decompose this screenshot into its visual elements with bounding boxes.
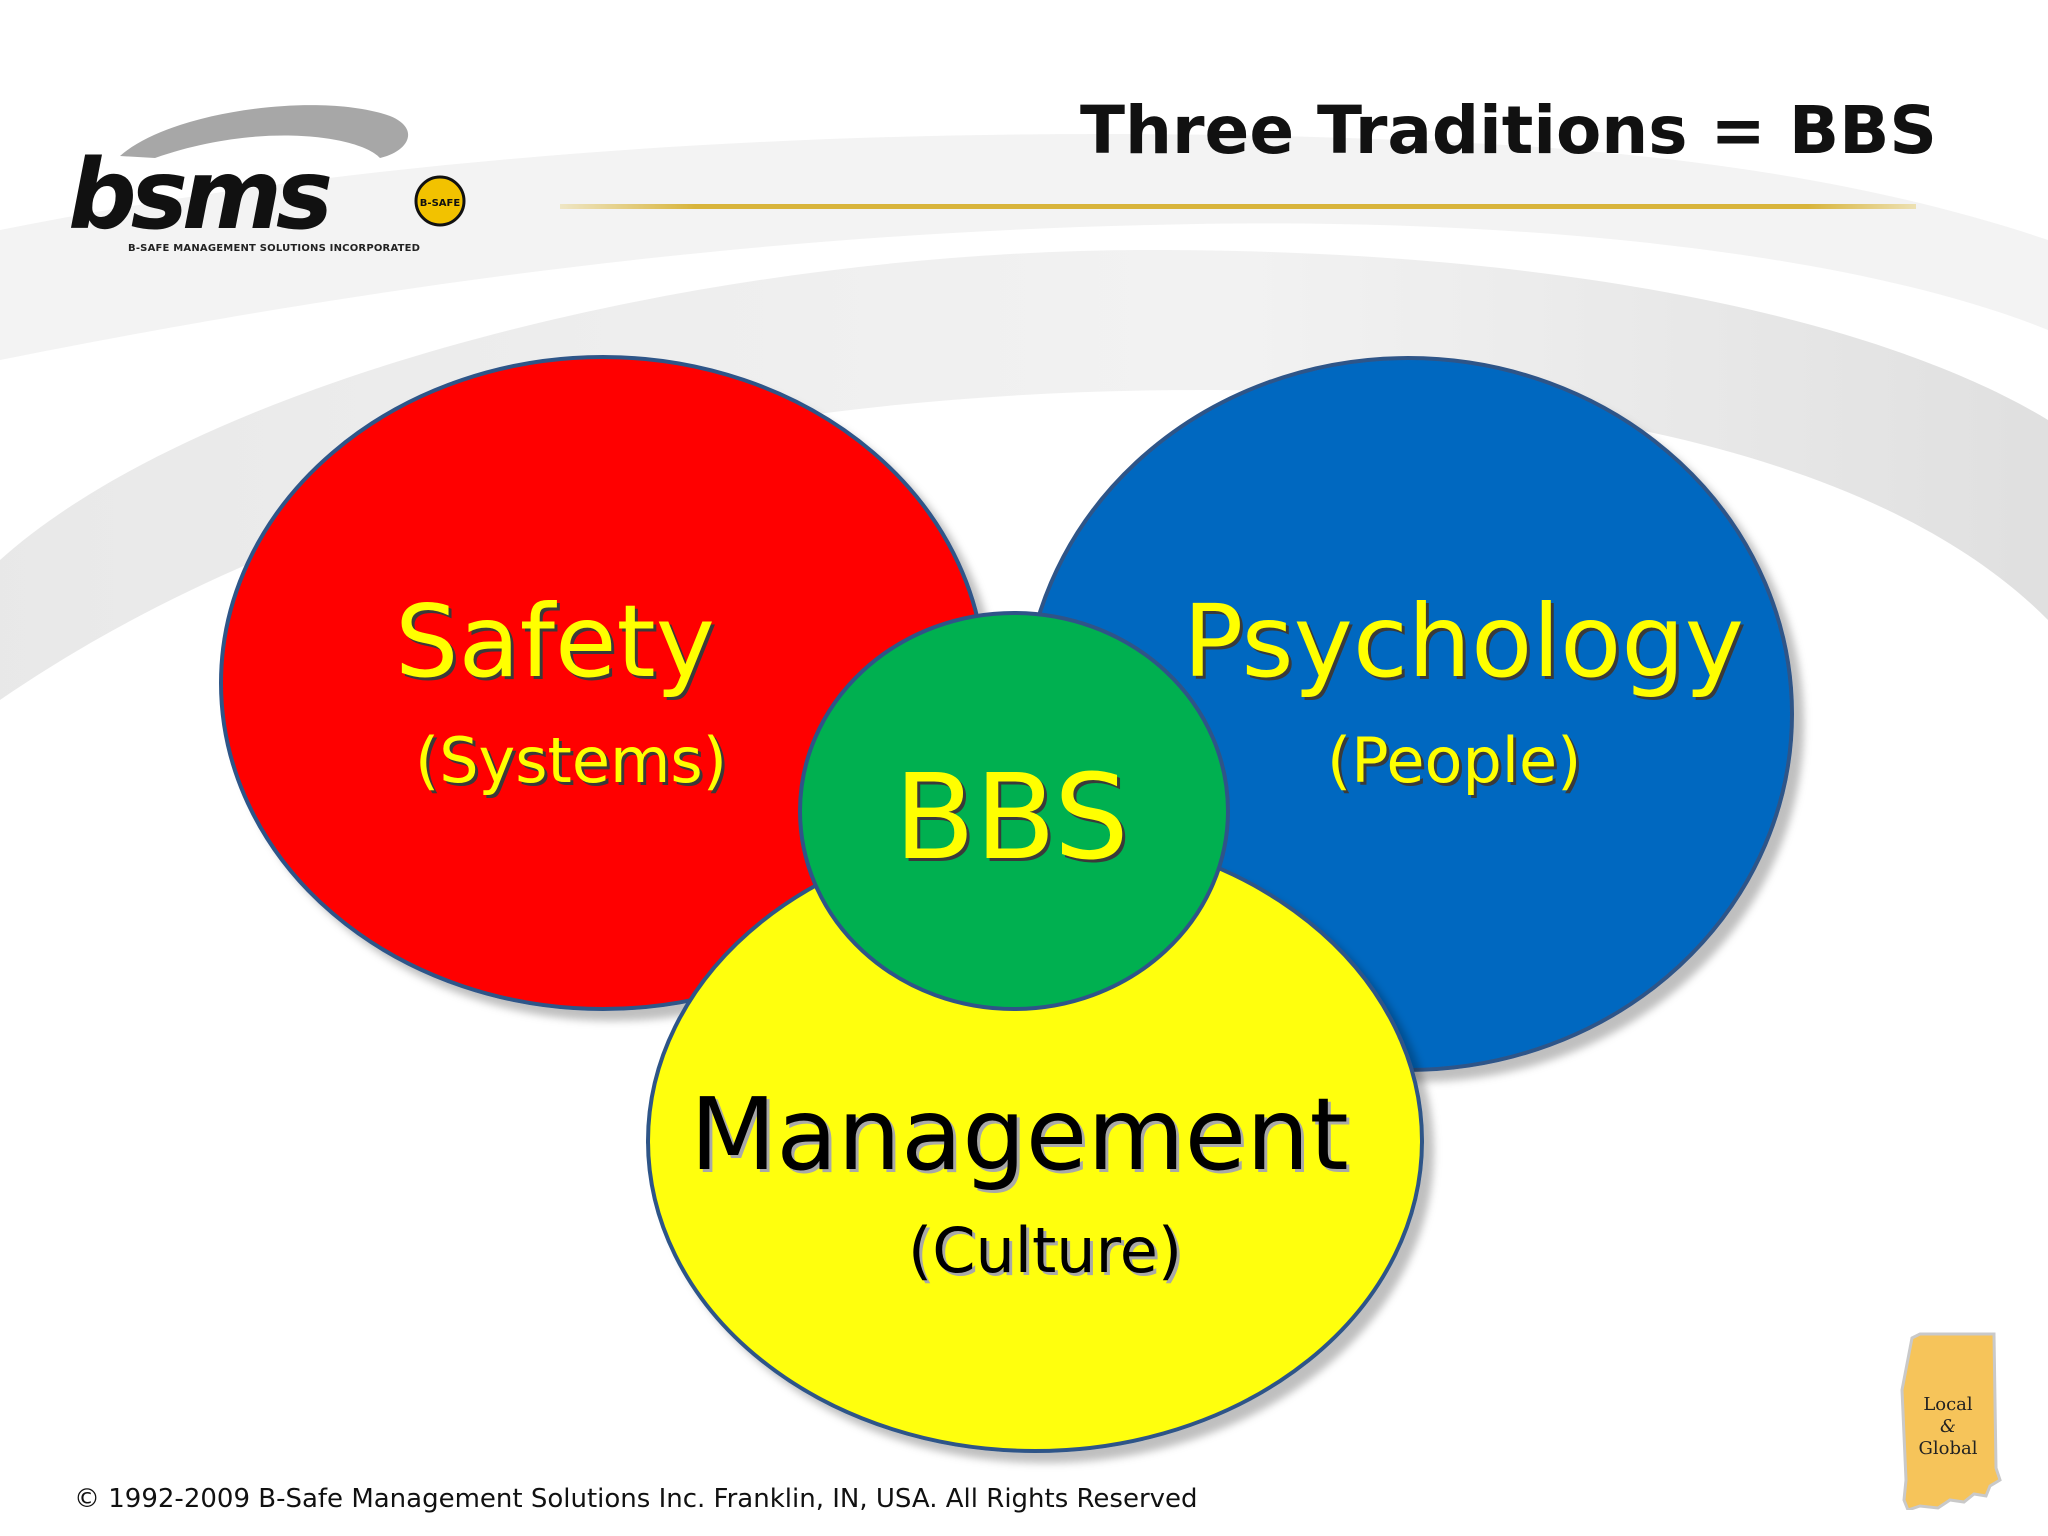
svg-text:&: & <box>1940 1416 1956 1437</box>
slide-title: Three Traditions = BBS <box>1080 92 1937 169</box>
circle-bbs <box>798 611 1230 1011</box>
management-label: Management <box>690 1076 1349 1193</box>
safety-sublabel: (Systems) <box>415 724 727 797</box>
indiana-badge: Local & Global <box>1900 1332 2002 1510</box>
psychology-sublabel: (People) <box>1327 724 1582 797</box>
logo-tagline: B-SAFE MANAGEMENT SOLUTIONS INCORPORATED <box>128 243 421 254</box>
svg-text:bsms: bsms <box>68 139 330 251</box>
company-logo: bsms B-SAFE <box>68 105 466 251</box>
bbs-label: BBS <box>894 748 1129 886</box>
svg-text:Local: Local <box>1923 1394 1973 1415</box>
safety-label: Safety <box>395 583 715 700</box>
title-underline <box>560 204 1916 209</box>
svg-text:Global: Global <box>1919 1438 1978 1459</box>
management-sublabel: (Culture) <box>908 1214 1183 1287</box>
copyright-footer: © 1992-2009 B-Safe Management Solutions … <box>74 1484 1198 1514</box>
svg-text:B-SAFE: B-SAFE <box>420 198 461 209</box>
psychology-label: Psychology <box>1183 583 1744 700</box>
